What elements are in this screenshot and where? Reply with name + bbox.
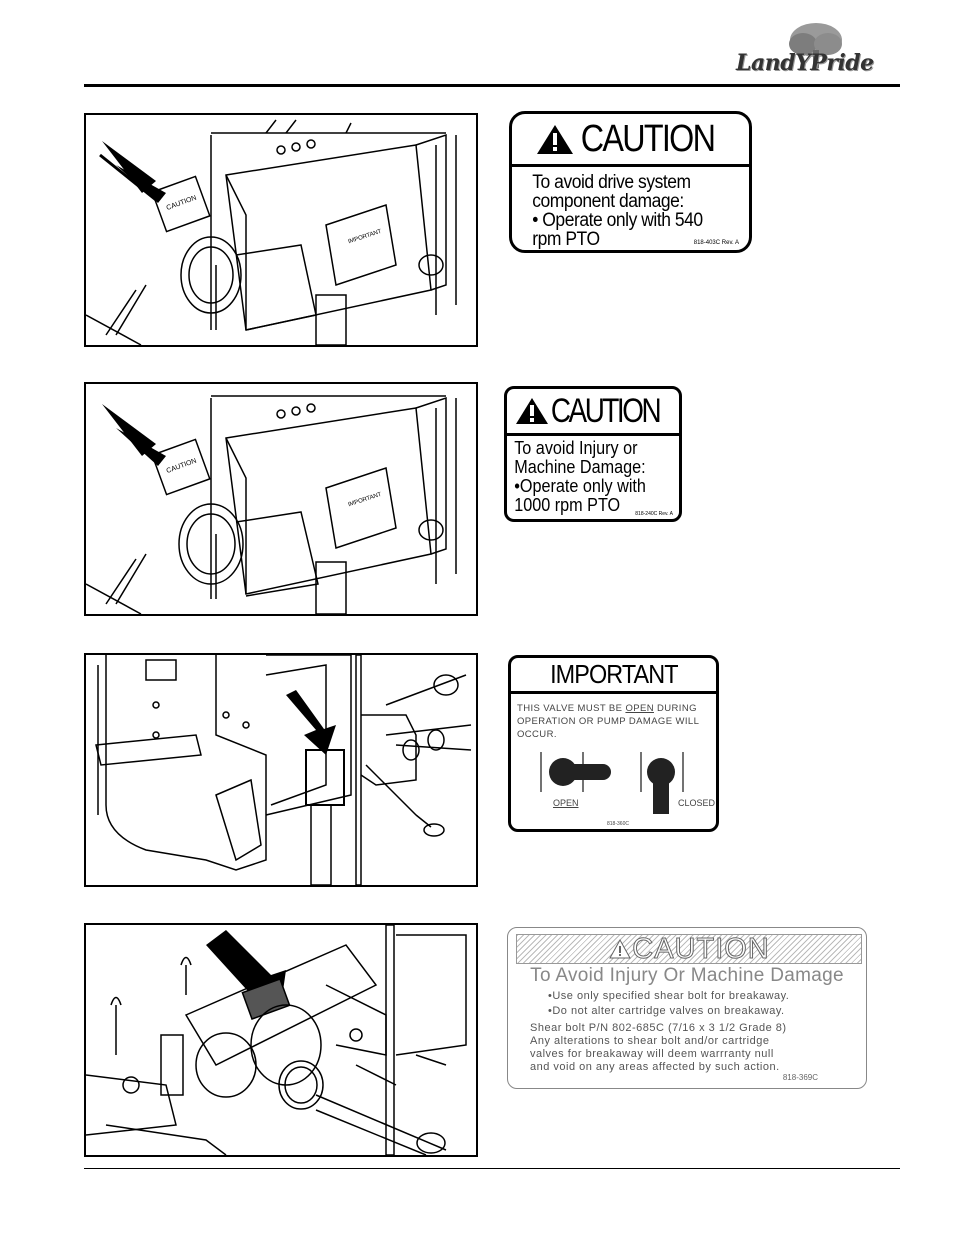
caution-line: To avoid drive system [532, 172, 691, 193]
important-valve-decal: IMPORTANT THIS VALVE MUST BE OPEN DURING… [508, 655, 719, 832]
msg-part: DURING [653, 703, 697, 714]
footer-rule [84, 1168, 900, 1169]
warning-triangle-icon [516, 398, 548, 424]
caution-paragraph-line: valves for breakaway will deem warrranty… [530, 1048, 774, 1060]
caution-line: •Operate only with [514, 476, 646, 496]
caution-message: To avoid drive system component damage: … [512, 167, 730, 249]
figure-hydraulic-valve [84, 653, 478, 887]
caution-header: CAUTION [507, 389, 679, 436]
caution-bullet: •Use only specified shear bolt for break… [548, 990, 790, 1002]
land-pride-logo: LandYPride [728, 14, 900, 84]
caution-shear-bolt-decal: CAUTION To Avoid Injury Or Machine Damag… [507, 927, 867, 1089]
caution-line: 1000 rpm PTO [514, 495, 621, 515]
fig2-label-text: IMPORTANT [347, 492, 382, 509]
figure-breakaway-hitch [84, 923, 478, 1157]
closed-label: CLOSED [678, 798, 716, 808]
tree-icon [789, 23, 842, 68]
caution-paragraph-line: Any alterations to shear bolt and/or car… [530, 1035, 770, 1047]
important-title: IMPORTANT [549, 659, 678, 689]
figure-1000-pto-gearbox: CAUTION IMPORTANT [84, 382, 478, 616]
caution-title: CAUTION [550, 391, 662, 430]
caution-1000-rpm-decal: CAUTION To avoid Injury or Machine Damag… [504, 386, 682, 522]
part-number: 818-360C [607, 821, 629, 827]
caution-bullet: •Do not alter cartridge valves on breaka… [548, 1005, 785, 1017]
warning-triangle-icon [609, 938, 632, 959]
valve-handle-icons [540, 752, 684, 814]
caution-paragraph-line: and void on any areas affected by such a… [530, 1061, 780, 1073]
valve-open-icon [540, 752, 611, 792]
important-message: THIS VALVE MUST BE OPEN DURING OPERATION… [517, 702, 699, 741]
caution-540-rpm-decal: CAUTION To avoid drive system component … [509, 111, 752, 253]
part-number: 818-403C Rev. A [693, 240, 739, 246]
logo-text: LandYPride [736, 50, 874, 76]
msg-part: THIS VALVE MUST BE [517, 703, 626, 714]
msg-line: OPERATION OR PUMP DAMAGE WILL [517, 716, 700, 727]
caution-header: CAUTION [516, 932, 862, 965]
msg-line: OCCUR. [517, 729, 557, 740]
caution-line: rpm PTO [532, 229, 600, 250]
important-header: IMPORTANT [511, 658, 716, 694]
caution-line: Machine Damage: [514, 457, 646, 477]
caution-line: To avoid Injury or [514, 438, 638, 458]
msg-open-word: OPEN [625, 703, 654, 714]
warning-triangle-icon [537, 125, 573, 154]
fig1-decal-text: CAUTION [166, 195, 198, 212]
fig2-decal-text: CAUTION [166, 458, 198, 475]
caution-subtitle: To Avoid Injury Or Machine Damage [530, 965, 844, 986]
figure-540-pto-gearbox: CAUTION IMPORTANT [84, 113, 478, 347]
caution-message: To avoid Injury or Machine Damage: •Oper… [507, 436, 662, 515]
open-label: OPEN [553, 798, 579, 808]
caution-paragraph-line: Shear bolt P/N 802-685C (7/16 x 3 1/2 Gr… [530, 1022, 787, 1034]
caution-line: • Operate only with 540 [532, 210, 703, 231]
caution-header: CAUTION [512, 114, 749, 167]
fig1-label-text: IMPORTANT [347, 229, 382, 246]
caution-title: CAUTION [580, 117, 716, 160]
caution-line: component damage: [532, 191, 684, 212]
part-number: 818-240C Rev. A [635, 511, 673, 517]
header-rule [84, 84, 900, 87]
part-number: 818-369C [782, 1073, 818, 1082]
caution-title: CAUTION [632, 932, 770, 965]
valve-closed-icon [640, 752, 684, 814]
